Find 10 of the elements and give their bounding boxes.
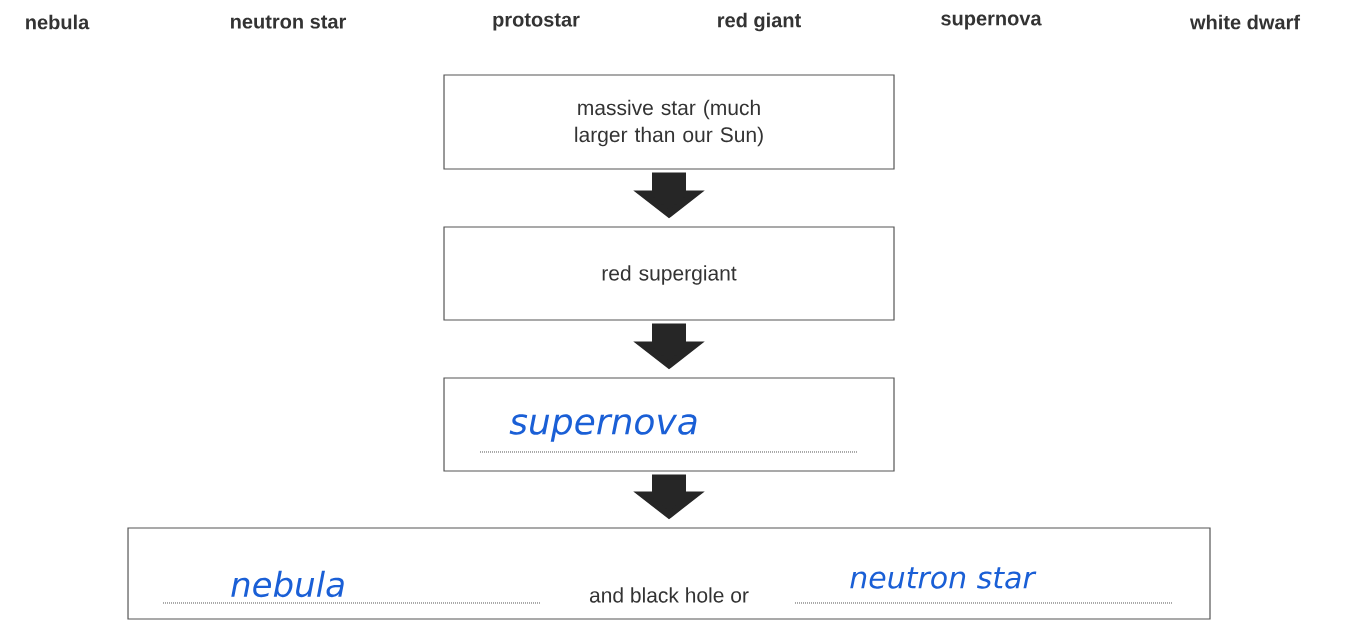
- word-bank-label: nebula: [26, 14, 90, 30]
- stage-box: supernova: [443, 377, 895, 472]
- word-bank-label: red giant: [718, 12, 801, 32]
- word-bank-label: neutron star: [231, 15, 347, 29]
- stage-box: nebula and black hole or neutron star: [127, 527, 1211, 620]
- word-bank-label: white dwarf: [1189, 14, 1301, 30]
- word-bank-label: protostar: [493, 13, 580, 31]
- stage-box: massive star (much larger than our Sun): [443, 74, 895, 170]
- word-bank-label: supernova: [941, 14, 1042, 30]
- stage-box: red supergiant: [443, 226, 895, 321]
